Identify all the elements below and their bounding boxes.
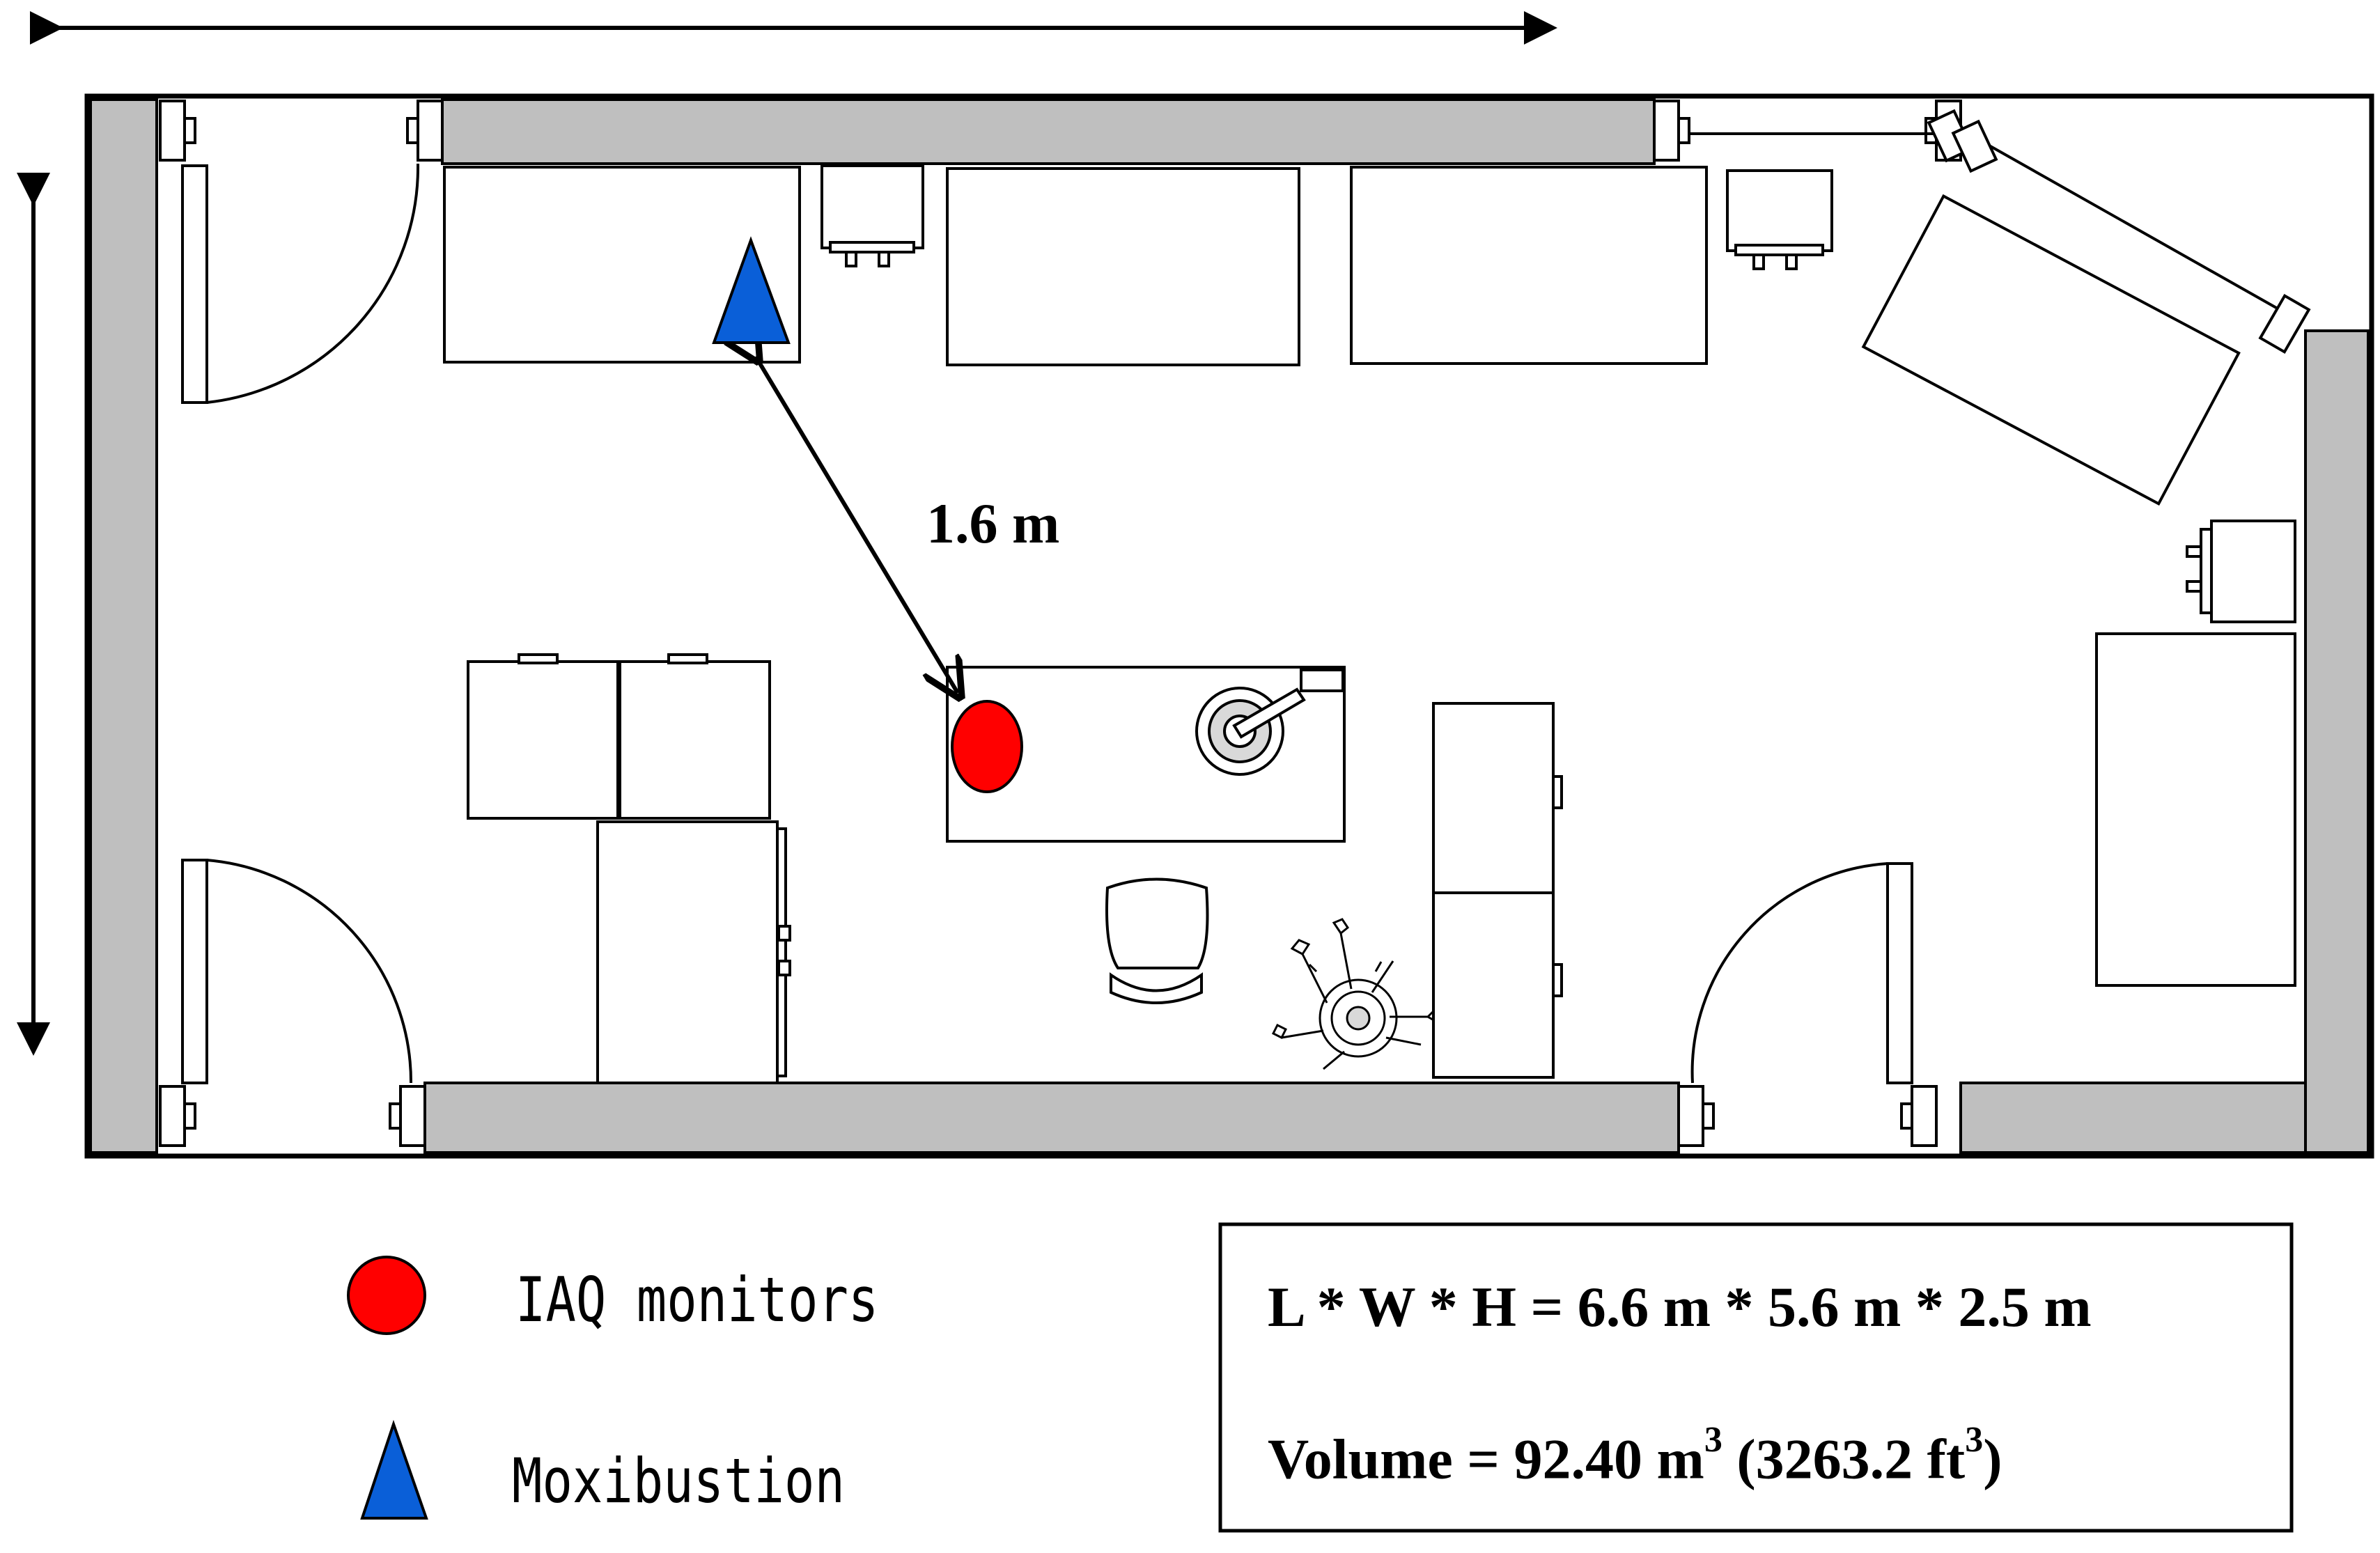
room-volume-text: Volume = 92.40 m3 (3263.2 ft3): [1268, 1420, 2002, 1492]
top-wall: [441, 98, 1656, 165]
right-wall: [2304, 329, 2370, 1154]
red-circle-icon: [347, 1256, 426, 1335]
tall-cabinet: [1432, 702, 1563, 1079]
box-2: [619, 660, 771, 820]
blue-triangle-icon: [360, 1419, 428, 1520]
volume-ft-value: (3263.2 ft: [1722, 1427, 1966, 1491]
door-bottom-left: [181, 859, 413, 1084]
legend-label-moxibustion: Moxibustion: [512, 1445, 845, 1517]
door-top-right: [1689, 109, 2311, 354]
tilted-table: [1861, 194, 2241, 506]
cabinet-small-1: [820, 164, 924, 249]
room-dimensions-text: L * W * H = 6.6 m * 5.6 m * 2.5 m: [1268, 1275, 2092, 1339]
potted-plant: [1271, 918, 1445, 1070]
right-furniture: [2095, 520, 2296, 987]
cabinet-small-2: [1726, 169, 1833, 252]
distance-label: 1.6 m: [926, 492, 1060, 555]
room-outline: [84, 93, 2374, 1159]
volume-suffix: ): [1983, 1427, 2002, 1491]
counter-top-middle: [946, 167, 1300, 366]
volume-exponent-m: 3: [1704, 1420, 1722, 1460]
iaq-monitor-marker: [951, 700, 1023, 793]
bottom-wall-right: [1959, 1082, 2307, 1154]
top-furniture: [443, 164, 1833, 366]
left-wall: [89, 98, 158, 1154]
cabinet-right-small: [2210, 520, 2296, 623]
door-bottom-right: [1690, 862, 1913, 1084]
legend-label-iaq-monitors: IAQ monitors: [515, 1264, 879, 1336]
room-info-box: [1218, 1222, 2294, 1533]
desk-right: [2095, 632, 2296, 987]
door-jambs: [159, 100, 1962, 1147]
bottom-wall-left: [423, 1082, 1680, 1154]
counter-top-right: [1350, 166, 1708, 365]
left-middle-furniture: [467, 653, 791, 1084]
volume-exponent-ft: 3: [1965, 1420, 1984, 1460]
chair: [1105, 877, 1209, 1004]
volume-prefix: Volume = 92.40 m: [1268, 1427, 1704, 1491]
door-top-left: [181, 163, 420, 404]
box-1: [467, 660, 619, 820]
distance-arrow: [756, 357, 958, 693]
cabinet-bottom-left: [596, 820, 779, 1084]
moxibustion-marker: [712, 236, 791, 344]
